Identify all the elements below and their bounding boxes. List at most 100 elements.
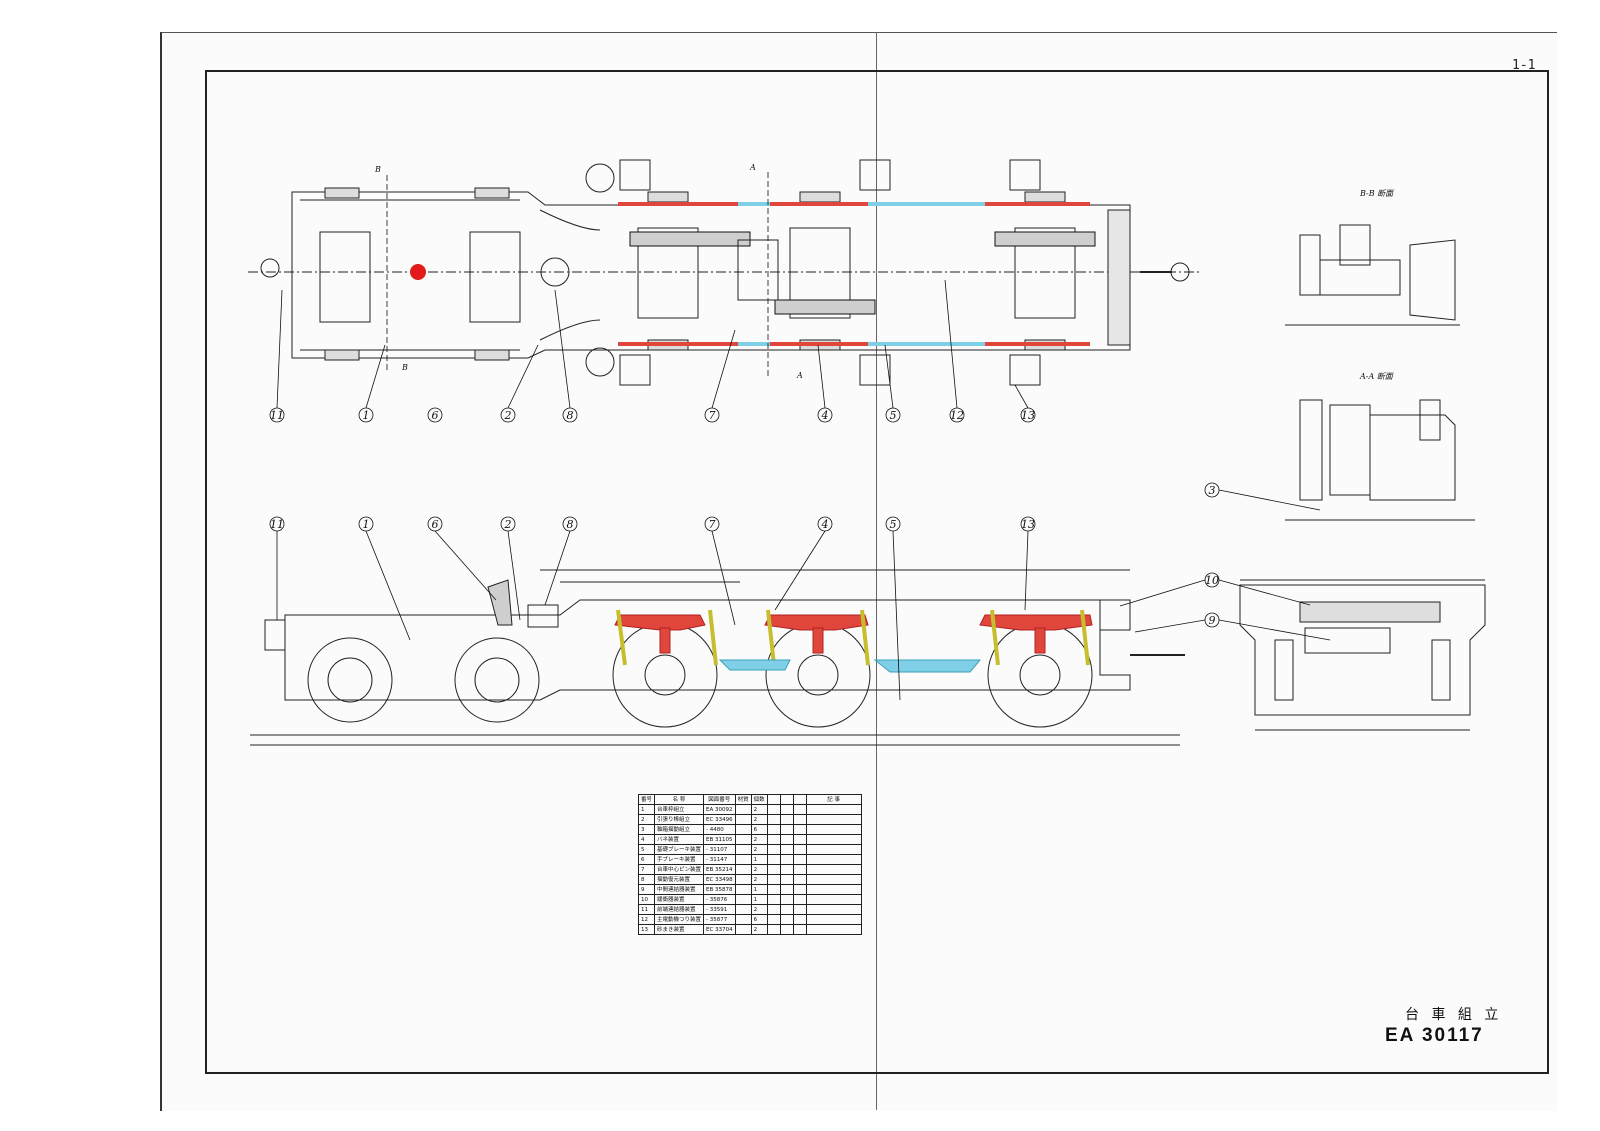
part-col-7: [779, 894, 794, 905]
part-col-6: [766, 844, 781, 855]
part-col-8: [792, 844, 807, 855]
side-callout-1: 1: [363, 518, 370, 531]
section-mark-a-bottom: A: [796, 371, 803, 380]
drawing-number: EA 30117: [1385, 1025, 1484, 1046]
centre-pivot-marker: [410, 264, 426, 280]
part-number: 12: [637, 914, 656, 925]
part-col-6: [766, 834, 781, 845]
part-name: バネ装置: [654, 834, 705, 845]
part-col-8: [792, 914, 807, 925]
part-col-8: [792, 894, 807, 905]
part-col-7: [779, 914, 794, 925]
plan-spring-rigging: [618, 202, 1090, 346]
section-mark-b-top: B: [374, 165, 381, 174]
part-col-6: [766, 894, 781, 905]
part-drawing-number: - 35876: [703, 894, 736, 905]
header-col-6: [766, 794, 781, 805]
part-col-7: [779, 924, 794, 935]
section-aa-callout: [1204, 482, 1321, 511]
part-notes: [805, 804, 862, 815]
part-col-8: [792, 814, 807, 825]
side-callout-2: 2: [504, 518, 512, 531]
header-no: 番号: [637, 794, 656, 805]
part-col-6: [766, 854, 781, 865]
part-col-6: [766, 884, 781, 895]
part-number: 6: [637, 854, 656, 865]
side-callout-7: 7: [709, 518, 716, 531]
part-col-8: [792, 884, 807, 895]
part-number: 2: [637, 814, 656, 825]
part-col-7: [779, 874, 794, 885]
part-drawing-number: EB 35214: [703, 864, 736, 875]
part-col-7: [779, 854, 794, 865]
part-quantity: 2: [750, 834, 768, 845]
part-col-7: [779, 824, 794, 835]
section-aa-callout-3: 3: [1209, 484, 1216, 497]
part-drawing-number: EC 33496: [703, 814, 736, 825]
part-notes: [805, 844, 862, 855]
part-notes: [805, 834, 862, 845]
header-material: 材質: [734, 794, 752, 805]
part-name: 緩衝器装置: [654, 894, 705, 905]
section-mark-b-bottom: B: [401, 363, 408, 372]
parts-table-header: 番号 名 称 図面番号 材質 個数 記 事: [637, 794, 862, 805]
part-name: 前端連結器装置: [654, 904, 705, 915]
part-quantity: 2: [750, 864, 768, 875]
part-material: [734, 884, 752, 895]
part-material: [734, 814, 752, 825]
plan-callouts: [269, 279, 1036, 423]
part-name: 軸箱揺動組立: [654, 824, 705, 835]
part-quantity: 1: [750, 894, 768, 905]
part-drawing-number: - 31107: [703, 844, 736, 855]
part-col-8: [792, 834, 807, 845]
section-mark-a-top: A: [749, 163, 756, 172]
part-notes: [805, 924, 862, 935]
part-notes: [805, 824, 862, 835]
part-name: 基礎ブレーキ装置: [654, 844, 705, 855]
drawing-frame: [205, 70, 1549, 1074]
side-hanger-links: [616, 609, 1090, 666]
part-drawing-number: - 35877: [703, 914, 736, 925]
section-aa-view: [1285, 399, 1475, 521]
header-col-7: [779, 794, 794, 805]
part-drawing-number: EB 31105: [703, 834, 736, 845]
plan-view: [248, 159, 1200, 386]
side-callout-4: 4: [821, 518, 829, 531]
part-col-6: [766, 824, 781, 835]
part-notes: [805, 904, 862, 915]
part-col-7: [779, 814, 794, 825]
section-aa-title: A-A 断面: [1359, 372, 1395, 381]
header-name: 名 称: [654, 794, 705, 805]
part-col-8: [792, 864, 807, 875]
part-name: 台車枠組立: [654, 804, 705, 815]
section-marks: [386, 172, 769, 378]
part-col-6: [766, 904, 781, 915]
part-drawing-number: EA 30092: [703, 804, 736, 815]
part-quantity: 2: [750, 904, 768, 915]
plan-callout-2: 2: [504, 409, 512, 422]
side-brake-rigging: [718, 659, 982, 673]
fold-line: [876, 32, 877, 1110]
part-number: 8: [637, 874, 656, 885]
part-quantity: 2: [750, 924, 768, 935]
header-notes: 記 事: [805, 794, 862, 805]
part-notes: [805, 854, 862, 865]
part-quantity: 1: [750, 884, 768, 895]
part-material: [734, 824, 752, 835]
plan-callout-4: 4: [821, 409, 829, 422]
side-view: [250, 569, 1185, 746]
part-quantity: 2: [750, 844, 768, 855]
end-callout-10: 10: [1205, 574, 1219, 587]
part-name: 揺動復元装置: [654, 874, 705, 885]
